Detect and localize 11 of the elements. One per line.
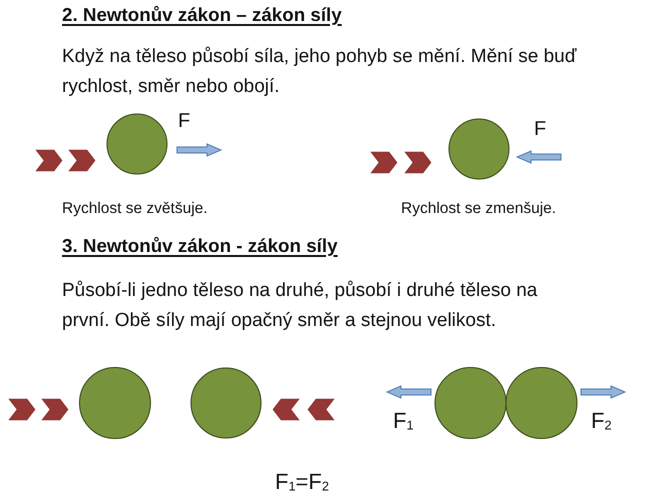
paragraph-text: Působí-li jedno těleso na druhé, působí i druhé těleso na první. Obě síly mají opačný směr a stejnou velikost. <box>62 279 538 333</box>
caption-text: Rychlost se zmenšuje. <box>401 200 556 219</box>
force-label: F$_{2}$ <box>591 410 612 432</box>
force-label: F$_{1}$ <box>393 410 414 432</box>
force-label: F <box>178 111 190 131</box>
section-heading: 3. Newtonův zákon - zákon síly <box>62 234 338 258</box>
equation-text: F$_{1}$=F$_{2}$ <box>275 471 329 493</box>
section-heading: 2. Newtonův zákon – zákon síly <box>62 3 342 27</box>
paragraph-text: Když na těleso působí síla, jeho pohyb se mění. Mění se buď rychlost, směr nebo obojí. <box>62 45 578 99</box>
caption-text: Rychlost se zvětšuje. <box>62 200 208 219</box>
force-label: F <box>534 119 546 139</box>
